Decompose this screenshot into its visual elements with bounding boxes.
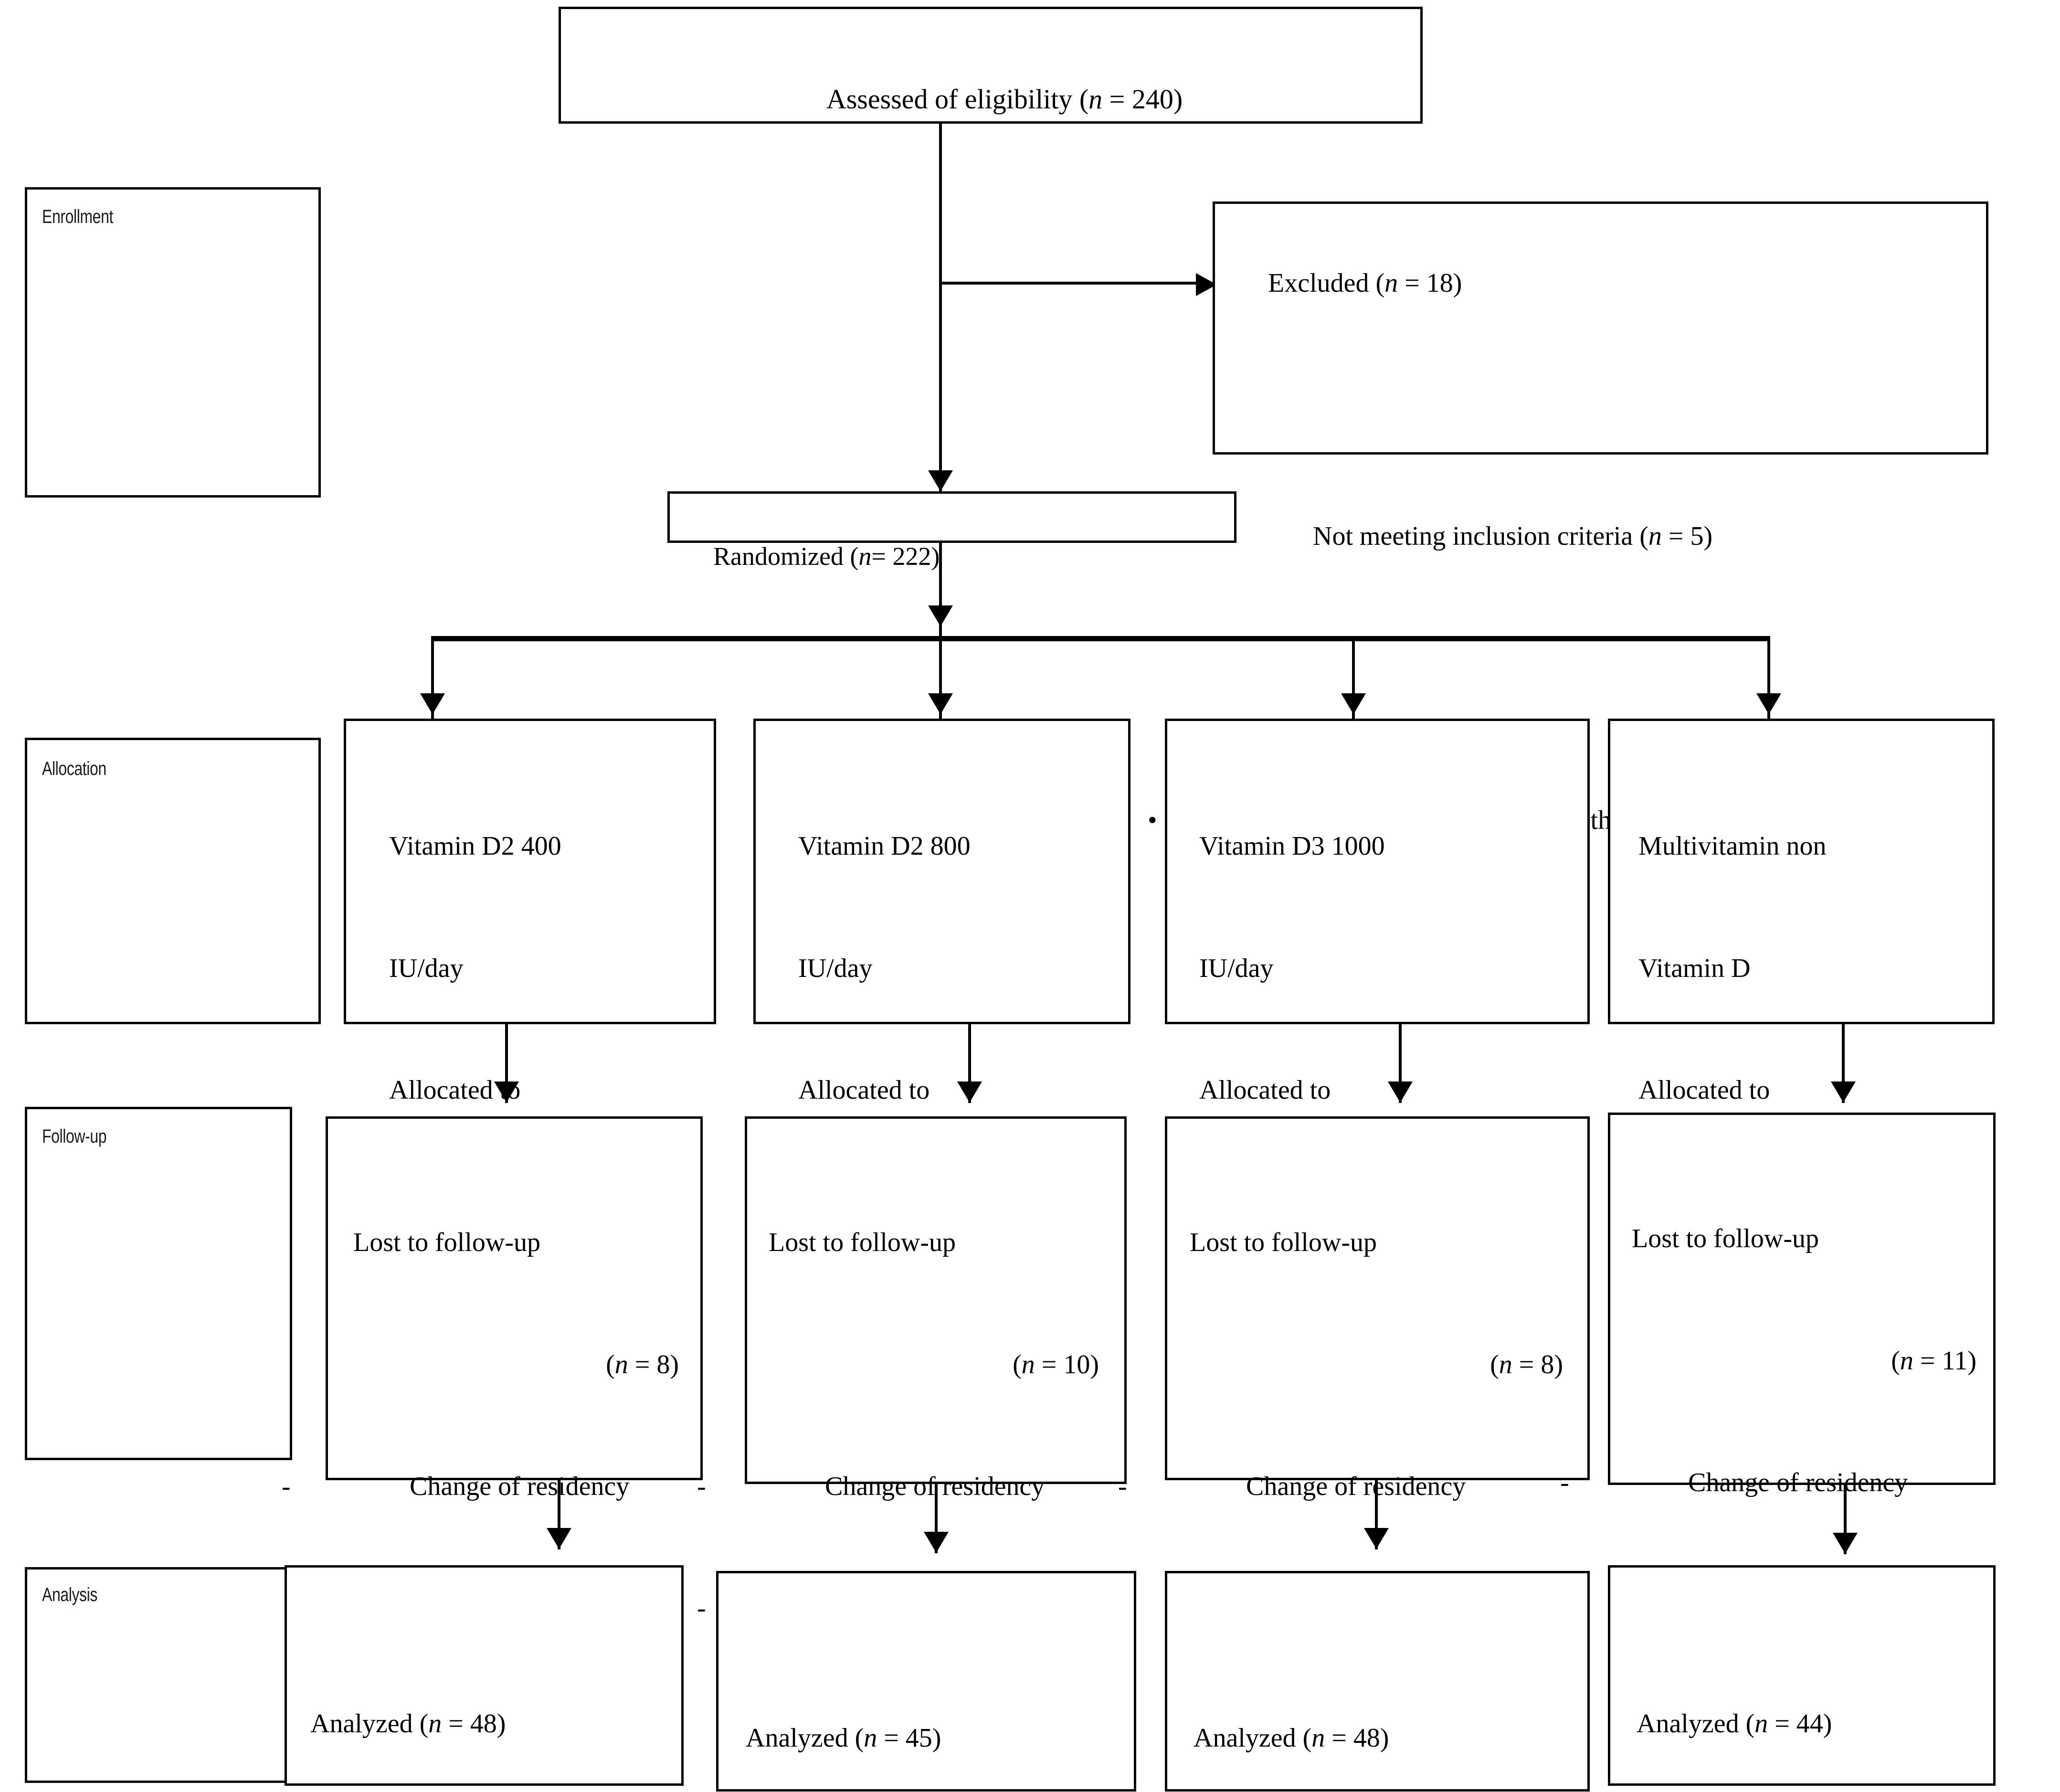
italic-n: n [1311, 1723, 1325, 1753]
excluded-heading: Excluded (n = 18) [1268, 268, 1462, 298]
arrowhead-followup-arm4 [1831, 1082, 1856, 1103]
analysis-box-arm3 [1165, 1571, 1590, 1792]
bullet-icon: • [1148, 516, 1313, 557]
connector-randomized-down [939, 543, 942, 641]
italic-n: n [864, 1723, 877, 1753]
italic-n: n [1088, 84, 1103, 115]
connector-branch-arm2 [939, 636, 942, 722]
connector-assessed-to-randomized [939, 124, 942, 491]
connector-followup-to-analysis-arm4 [1844, 1485, 1847, 1554]
italic-n: n [428, 1709, 442, 1739]
arrowhead-analysis-arm1 [547, 1528, 571, 1549]
connector-alloc-to-followup-arm2 [968, 1024, 971, 1103]
stage-box-analysis [25, 1567, 292, 1783]
followup-box-arm4 [1608, 1113, 1996, 1485]
dash-marker-icon: - [282, 1471, 291, 1501]
arrowhead-followup-arm3 [1388, 1082, 1413, 1103]
dash-marker-icon: - [1118, 1471, 1127, 1501]
arrowhead-arm3 [1341, 693, 1366, 714]
analysis-box-arm1 [285, 1565, 684, 1786]
arrowhead-analysis-arm4 [1833, 1533, 1858, 1554]
dash-marker-icon: - [1560, 1467, 1569, 1497]
connector-followup-to-analysis-arm3 [1375, 1480, 1378, 1549]
analysis-text-arm1: Analyzed (n = 48) Excluded from the anal… [310, 1709, 506, 1739]
allocation-box-arm1 [344, 719, 716, 1024]
allocation-box-arm2 [753, 719, 1130, 1024]
italic-n: n [1900, 1346, 1913, 1376]
randomized-box [667, 491, 1236, 543]
italic-n: n [614, 1349, 628, 1379]
stage-label-followup: Follow-up [42, 1126, 107, 1147]
analysis-text-arm2: Analyzed (n = 45) Excluded from the anal… [746, 1723, 941, 1753]
arrowhead-followup-arm2 [957, 1082, 982, 1103]
bullet-icon: • [1148, 806, 1157, 836]
connector-to-excluded [939, 282, 1211, 285]
allocation-box-arm4 [1608, 719, 1995, 1024]
analysis-text-arm4: Analyzed (n = 44) Excluded from the anal… [1637, 1709, 1832, 1739]
analysis-text-arm3: Analyzed (n = 48) Excluded from the anal… [1194, 1723, 1389, 1753]
italic-n: n [1499, 1349, 1512, 1379]
arrowhead-arm4 [1756, 693, 1781, 714]
arrowhead-to-randomized [928, 470, 953, 491]
arrowhead-analysis-arm2 [924, 1532, 949, 1553]
stage-label-enrollment: Enrollment [42, 206, 113, 227]
dash-marker-icon: - [697, 1593, 706, 1623]
connector-alloc-to-followup-arm4 [1842, 1024, 1845, 1103]
connector-followup-to-analysis-arm1 [558, 1480, 560, 1549]
followup-box-arm2 [745, 1116, 1127, 1484]
stage-box-enrollment [25, 187, 321, 498]
arrowhead-splitter [928, 605, 953, 626]
italic-n: n [1384, 268, 1398, 298]
italic-n: n [1021, 1349, 1035, 1379]
connector-alloc-to-followup-arm1 [505, 1024, 508, 1103]
italic-n: n [1754, 1709, 1768, 1739]
excluded-reason-item: •Not meeting inclusion criteria (n = 5) [1148, 435, 1972, 638]
italic-n: n [858, 542, 872, 571]
randomized-label: Randomized (n= 222) [713, 542, 940, 571]
connector-branch-arm1 [431, 636, 434, 722]
connector-alloc-to-followup-arm3 [1399, 1024, 1402, 1103]
arrowhead-analysis-arm3 [1364, 1528, 1389, 1549]
stage-box-allocation [25, 738, 321, 1024]
arrowhead-arm2 [928, 693, 953, 714]
analysis-box-arm4 [1608, 1565, 1996, 1786]
stage-box-followup [25, 1107, 292, 1460]
connector-branch-arm3 [1352, 636, 1355, 722]
arrowhead-arm1 [420, 693, 445, 714]
connector-followup-to-analysis-arm2 [935, 1484, 938, 1553]
italic-n: n [1648, 521, 1662, 551]
dash-marker-icon: - [697, 1471, 706, 1501]
assessed-eligibility-box [559, 7, 1423, 124]
excluded-box [1213, 201, 1988, 455]
allocation-box-arm3 [1165, 719, 1590, 1024]
assessed-eligibility-label: Assessed of eligibility (n = 240) [826, 84, 1183, 115]
stage-label-analysis: Analysis [42, 1584, 97, 1605]
arrowhead-followup-arm1 [494, 1082, 519, 1103]
stage-label-allocation: Allocation [42, 758, 106, 779]
connector-branch-arm4 [1767, 636, 1770, 722]
splitter-bar [431, 636, 1770, 641]
analysis-box-arm2 [716, 1571, 1136, 1792]
followup-box-arm3 [1165, 1116, 1590, 1480]
followup-box-arm1 [326, 1116, 703, 1480]
